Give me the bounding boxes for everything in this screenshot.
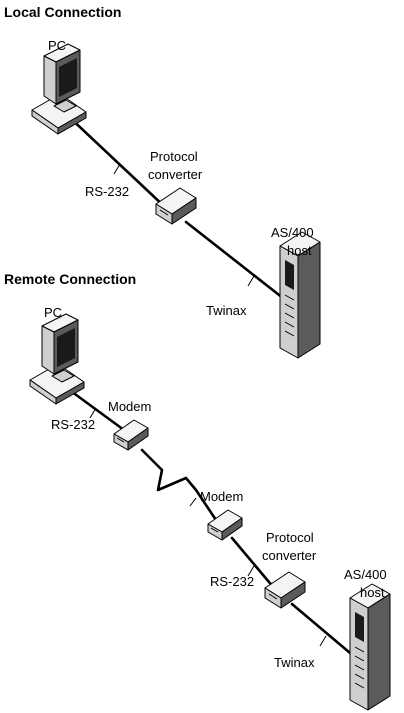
local-twinax-cable [184, 220, 290, 304]
remote-rs232-tick-2 [247, 565, 255, 577]
remote-pc-label: PC [44, 305, 62, 320]
remote-rs232-tick-1 [89, 407, 97, 419]
remote-rs232-label-1: RS-232 [51, 417, 95, 432]
protocol-converter-icon [155, 187, 197, 225]
remote-pc-icon [29, 313, 85, 405]
remote-protocol-converter-icon [264, 571, 306, 609]
local-rs232-cable [64, 112, 168, 210]
local-connection-section: Local Connection PC RS-232 Protocol conv… [4, 4, 321, 359]
remote-twinax-label: Twinax [274, 655, 315, 670]
local-connection-title: Local Connection [4, 4, 121, 20]
local-rs232-tick [113, 163, 121, 175]
local-twinax-label: Twinax [206, 303, 247, 318]
remote-modem-tick [189, 497, 197, 507]
remote-host-label-line2: host [360, 585, 385, 600]
local-rs232-label: RS-232 [85, 184, 129, 199]
pc-icon [31, 43, 87, 135]
local-converter-label-line2: converter [148, 167, 203, 182]
remote-connection-title: Remote Connection [4, 271, 136, 287]
local-converter-label-line1: Protocol [150, 149, 198, 164]
remote-rs232-cable-2 [230, 536, 276, 590]
local-twinax-tick [247, 275, 255, 287]
remote-host-label-line1: AS/400 [344, 567, 387, 582]
remote-as400-host-icon [349, 583, 391, 711]
local-host-label-line1: AS/400 [271, 225, 314, 240]
remote-phone-line [140, 448, 218, 522]
remote-modem2-label: Modem [200, 489, 243, 504]
remote-twinax-cable [290, 602, 358, 660]
remote-twinax-tick [319, 635, 327, 647]
local-host-label-line2: host [287, 243, 312, 258]
remote-converter-label-line2: converter [262, 548, 317, 563]
remote-connection-section: Remote Connection PC Modem RS-232 Modem … [4, 271, 391, 711]
modem-icon [113, 419, 149, 451]
remote-rs232-label-2: RS-232 [210, 574, 254, 589]
local-pc-label: PC [48, 38, 66, 53]
remote-modem1-label: Modem [108, 399, 151, 414]
remote-converter-label-line1: Protocol [266, 530, 314, 545]
